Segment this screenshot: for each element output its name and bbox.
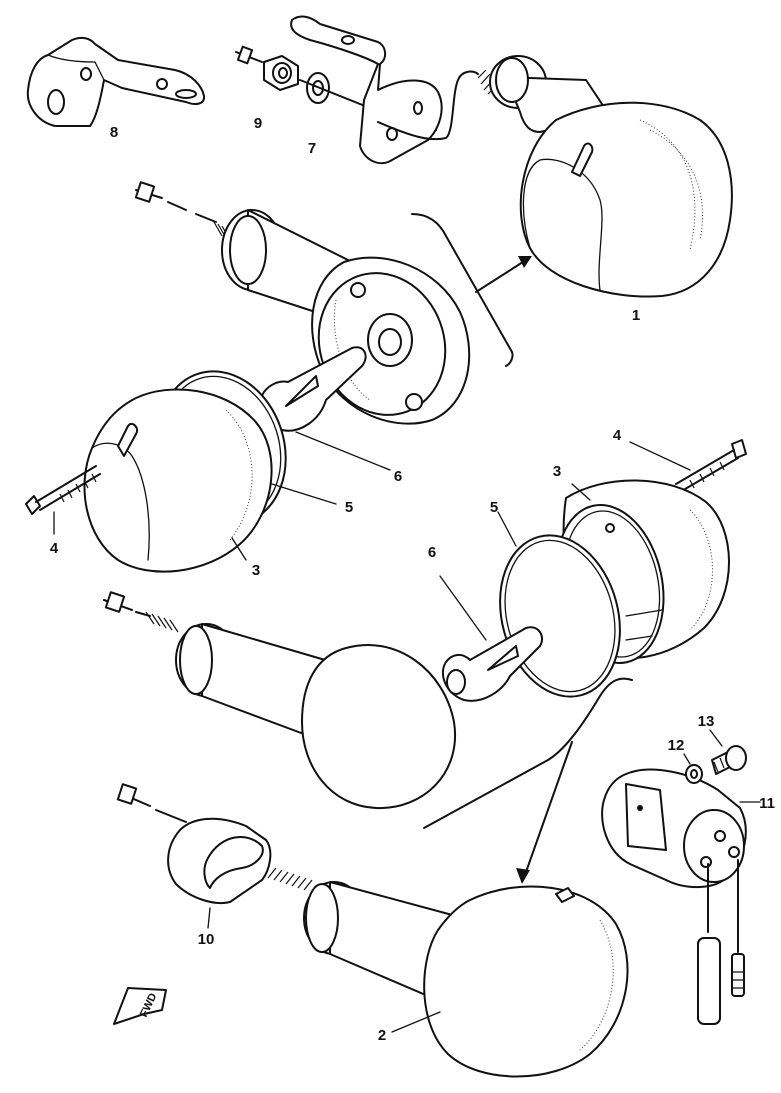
flasher-assembly-part-1	[477, 55, 733, 298]
screw-part-4-upper	[25, 465, 101, 535]
callout-8: 8	[110, 124, 118, 141]
nut-part-9	[235, 45, 437, 131]
callout-6-upper: 6	[394, 468, 402, 485]
screw-part-4-lower	[629, 439, 747, 493]
callout-11: 11	[759, 795, 775, 812]
flasher-assembly-middle	[103, 591, 457, 810]
bracket-part-7	[290, 15, 479, 165]
callout-10: 10	[198, 931, 215, 948]
callout-3-upper: 3	[252, 562, 260, 579]
exploded-view-connector-lower	[423, 677, 633, 884]
callout-7: 7	[308, 140, 316, 157]
rubber-spacer-part-10	[116, 783, 272, 929]
forward-direction-marker: FWD	[113, 987, 167, 1025]
callout-1: 1	[632, 307, 640, 324]
screw-part-13	[709, 729, 747, 775]
bulb-part-6-lower	[439, 575, 544, 702]
flasher-relay-part-11	[601, 768, 761, 1025]
callout-5-lower: 5	[490, 499, 498, 516]
callout-3-lower: 3	[553, 463, 561, 480]
washer-part-12	[683, 753, 703, 784]
callout-2: 2	[378, 1027, 386, 1044]
callout-5-upper: 5	[345, 499, 353, 516]
callout-12: 12	[668, 737, 685, 754]
flasher-assembly-part-2	[267, 867, 629, 1078]
callout-labels: 1 2 3 3 4 4 5 5 6 6 7 8 9 10 11 12 13	[50, 115, 775, 1044]
exploded-view-connector-upper	[411, 213, 532, 367]
bracket-part-8	[26, 36, 206, 127]
callout-4-lower: 4	[613, 427, 622, 444]
lamp-body-upper	[134, 181, 471, 425]
callout-13: 13	[698, 713, 715, 730]
callout-9: 9	[254, 115, 262, 132]
lens-part-3-upper	[83, 388, 273, 573]
callout-4-upper: 4	[50, 540, 59, 557]
callout-6-lower: 6	[428, 544, 436, 561]
